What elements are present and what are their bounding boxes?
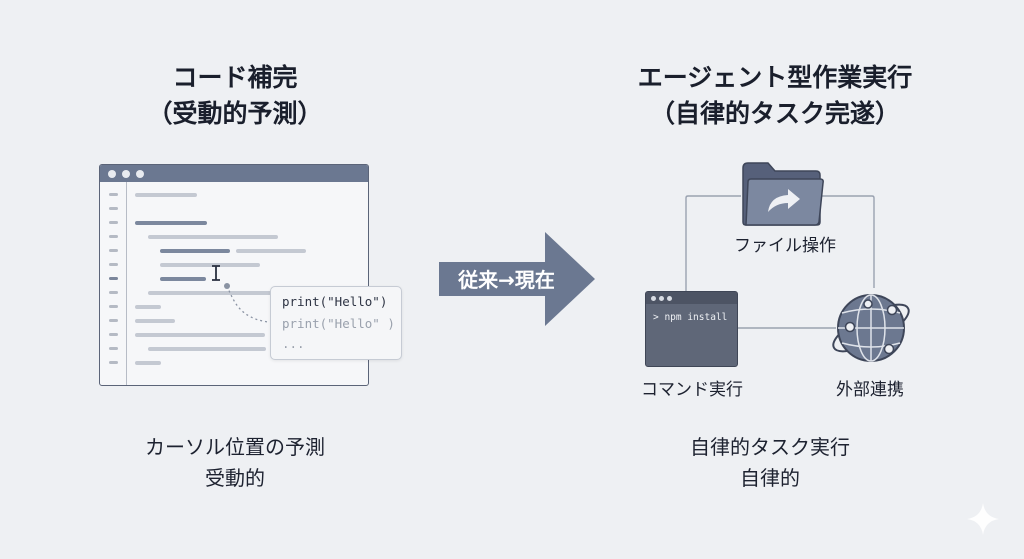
- line-number: [109, 193, 118, 196]
- line-number: [109, 207, 118, 210]
- code-line: [148, 291, 274, 295]
- left-caption-line2: 受動的: [205, 466, 265, 490]
- terminal-icon: > npm install: [645, 291, 738, 367]
- code-line: [135, 361, 161, 365]
- completion-suggestion-popup: print("Hello") print("Hello" ) ...: [270, 286, 402, 360]
- sparkle-icon: [967, 503, 999, 535]
- line-number: [109, 319, 118, 322]
- left-title: コード補完 （受動的予測）: [100, 60, 370, 132]
- text-cursor-icon: [212, 265, 269, 323]
- code-line: [135, 221, 207, 225]
- editor-titlebar: [100, 165, 368, 182]
- line-number: [109, 291, 118, 294]
- line-number: [109, 361, 118, 364]
- folder-share-icon: [742, 162, 824, 226]
- window-dot: [122, 170, 130, 178]
- right-title: エージェント型作業実行 （自律的タスク完遂）: [590, 60, 960, 132]
- editor-gutter-divider: [126, 182, 127, 385]
- line-number: [109, 249, 118, 252]
- right-caption: 自律的タスク実行 自律的: [640, 432, 900, 494]
- right-caption-line2: 自律的: [740, 466, 800, 490]
- line-number: [109, 333, 118, 336]
- workflow-connectors: [685, 195, 875, 329]
- code-line: [160, 277, 206, 281]
- line-number: [109, 235, 118, 238]
- suggestion-line: print("Hello"): [282, 294, 388, 309]
- right-title-line2: （自律的タスク完遂）: [649, 99, 900, 128]
- file-operation-label: ファイル操作: [734, 236, 836, 256]
- left-caption-line1: カーソル位置の予測: [145, 435, 325, 459]
- code-line: [135, 319, 175, 323]
- line-number: [109, 277, 118, 280]
- left-title-line1: コード補完: [172, 63, 298, 92]
- code-editor-icon: [99, 164, 369, 386]
- right-title-line1: エージェント型作業実行: [637, 63, 913, 92]
- code-line: [148, 347, 266, 351]
- terminal-command: > npm install: [653, 312, 728, 323]
- line-number: [109, 305, 118, 308]
- window-dot: [136, 170, 144, 178]
- code-line: [135, 193, 197, 197]
- code-line: [236, 249, 306, 253]
- left-title-line2: （受動的予測）: [147, 99, 323, 128]
- window-dot: [667, 296, 672, 301]
- external-integration-label: 外部連携: [836, 380, 904, 400]
- code-line: [160, 263, 260, 267]
- command-execution-label: コマンド実行: [641, 380, 743, 400]
- transition-arrow: [439, 232, 595, 326]
- window-dot: [108, 170, 116, 178]
- suggestion-line: print("Hello" ): [282, 316, 395, 331]
- line-number: [109, 263, 118, 266]
- arrow-label: 従来→現在: [458, 268, 555, 292]
- line-number: [109, 347, 118, 350]
- right-caption-line1: 自律的タスク実行: [690, 435, 850, 459]
- code-line: [135, 333, 265, 337]
- window-dot: [659, 296, 664, 301]
- terminal-titlebar: [646, 292, 737, 304]
- left-caption: カーソル位置の予測 受動的: [100, 432, 370, 494]
- code-line: [160, 249, 230, 253]
- line-number: [109, 221, 118, 224]
- window-dot: [651, 296, 656, 301]
- code-line: [135, 305, 161, 309]
- code-line: [148, 235, 278, 239]
- suggestion-line: ...: [282, 336, 305, 351]
- globe-network-icon: [832, 294, 910, 362]
